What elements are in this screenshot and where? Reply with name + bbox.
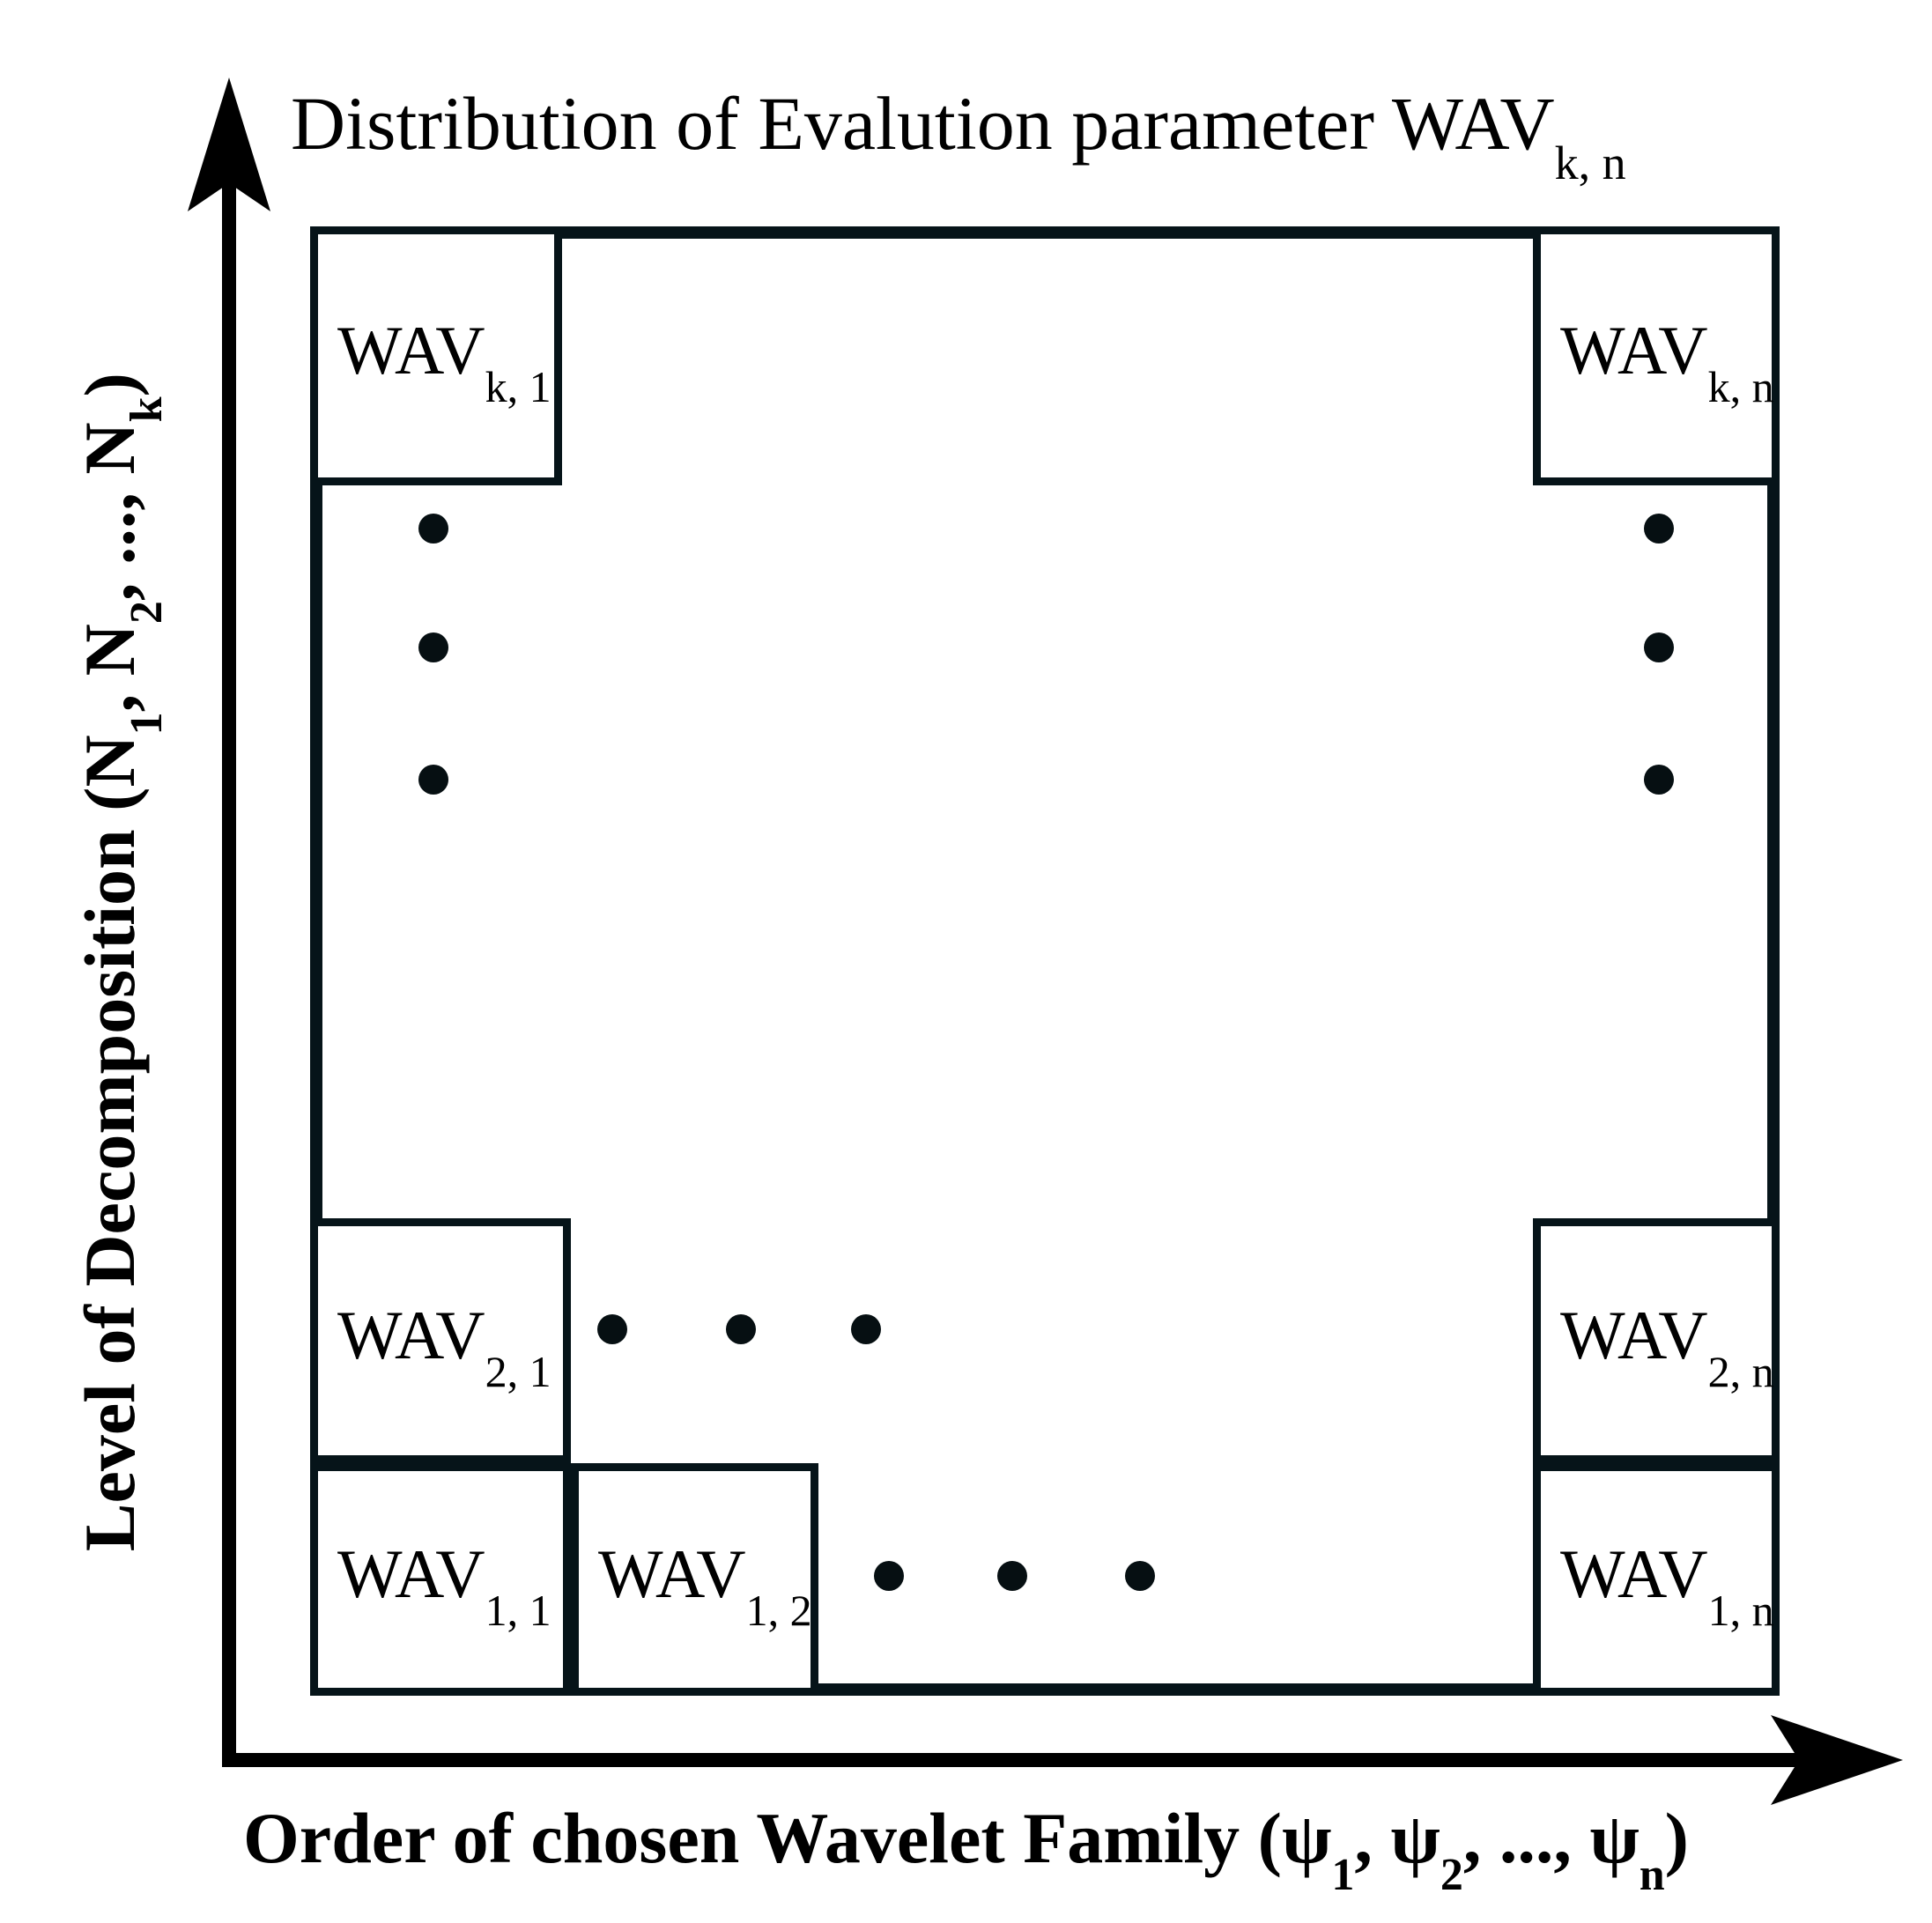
cell-wav-k-n[interactable]: WAVk, n: [1533, 226, 1780, 485]
ellipsis-dot-left-3: [418, 765, 448, 795]
cell-sub-2-n: 2, n: [1707, 1346, 1774, 1396]
cell-label-1-1: WAV1, 1: [337, 1540, 551, 1632]
x-label-sub-2: 2: [1440, 1850, 1463, 1901]
ellipsis-dot-row1-3: [1125, 1561, 1155, 1591]
cell-label-k-1: WAVk, 1: [337, 316, 551, 409]
ellipsis-dot-row2-3: [851, 1314, 881, 1344]
y-label-sub-1: 1: [122, 712, 173, 736]
y-label-sub-3: k: [122, 396, 173, 423]
cell-label-1-n: WAV1, n: [1560, 1540, 1774, 1632]
cell-base-1-n: WAV: [1560, 1535, 1708, 1613]
x-label-mid-2: , ..., ψ: [1462, 1798, 1640, 1878]
ellipsis-dot-row2-2: [726, 1314, 756, 1344]
ellipsis-dot-left-1: [418, 514, 448, 544]
x-label-close-paren: ): [1664, 1798, 1689, 1878]
ellipsis-dot-right-1: [1644, 514, 1674, 544]
x-label-sub-1: 1: [1331, 1850, 1355, 1901]
cell-base-k-n: WAV: [1560, 312, 1708, 389]
y-label-close-paren: ): [69, 373, 150, 397]
cell-label-2-n: WAV2, n: [1560, 1301, 1774, 1394]
ellipsis-dot-row1-1: [874, 1561, 904, 1591]
ellipsis-dot-row1-2: [997, 1561, 1027, 1591]
y-label-main: Level of Decomposition (N: [69, 735, 150, 1552]
y-label-sub-2: 2: [122, 601, 173, 625]
cell-wav-1-2[interactable]: WAV1, 2: [571, 1463, 818, 1696]
x-axis-arrowhead: [1771, 1715, 1903, 1805]
ellipsis-dot-right-2: [1644, 632, 1674, 662]
y-axis-arrowhead: [188, 78, 270, 211]
title-subscript: k, n: [1554, 137, 1626, 190]
y-label-mid-2: , ..., N: [69, 422, 150, 602]
cell-base-1-1: WAV: [337, 1535, 485, 1613]
cell-wav-k-1[interactable]: WAVk, 1: [310, 226, 562, 485]
cell-base-k-1: WAV: [337, 312, 485, 389]
cell-wav-1-1[interactable]: WAV1, 1: [310, 1463, 571, 1696]
x-label-sub-3: n: [1639, 1850, 1665, 1901]
x-label-main: Order of chosen Wavelet Family (ψ: [243, 1798, 1332, 1878]
y-label-mid-1: , N: [69, 624, 150, 713]
cell-wav-2-n[interactable]: WAV2, n: [1533, 1218, 1780, 1463]
cell-sub-1-2: 1, 2: [745, 1585, 812, 1635]
cell-sub-k-1: k, 1: [485, 361, 551, 411]
ellipsis-dot-left-2: [418, 632, 448, 662]
page-title: Distribution of Evalution parameter WAVk…: [291, 81, 1876, 189]
cell-sub-k-n: k, n: [1707, 361, 1774, 411]
cell-base-1-2: WAV: [598, 1535, 746, 1613]
cell-wav-2-1[interactable]: WAV2, 1: [310, 1218, 571, 1463]
x-label-mid-1: , ψ: [1354, 1798, 1440, 1878]
cell-wav-1-n[interactable]: WAV1, n: [1533, 1463, 1780, 1696]
ellipsis-dot-row2-1: [597, 1314, 627, 1344]
cell-base-2-n: WAV: [1560, 1297, 1708, 1374]
cell-sub-2-1: 2, 1: [485, 1346, 551, 1396]
cell-label-2-1: WAV2, 1: [337, 1301, 551, 1394]
ellipsis-dot-right-3: [1644, 765, 1674, 795]
cell-sub-1-1: 1, 1: [485, 1585, 551, 1635]
cell-label-k-n: WAVk, n: [1560, 316, 1774, 409]
cell-sub-1-n: 1, n: [1707, 1585, 1774, 1635]
x-axis-label: Order of chosen Wavelet Family (ψ1, ψ2, …: [0, 1797, 1932, 1900]
cell-base-2-1: WAV: [337, 1297, 485, 1374]
y-axis-label: Level of Decomposition (N1, N2, ..., Nk): [69, 240, 172, 1684]
cell-label-1-2: WAV1, 2: [598, 1540, 812, 1632]
title-text: Distribution of Evalution parameter WAV: [291, 81, 1555, 166]
